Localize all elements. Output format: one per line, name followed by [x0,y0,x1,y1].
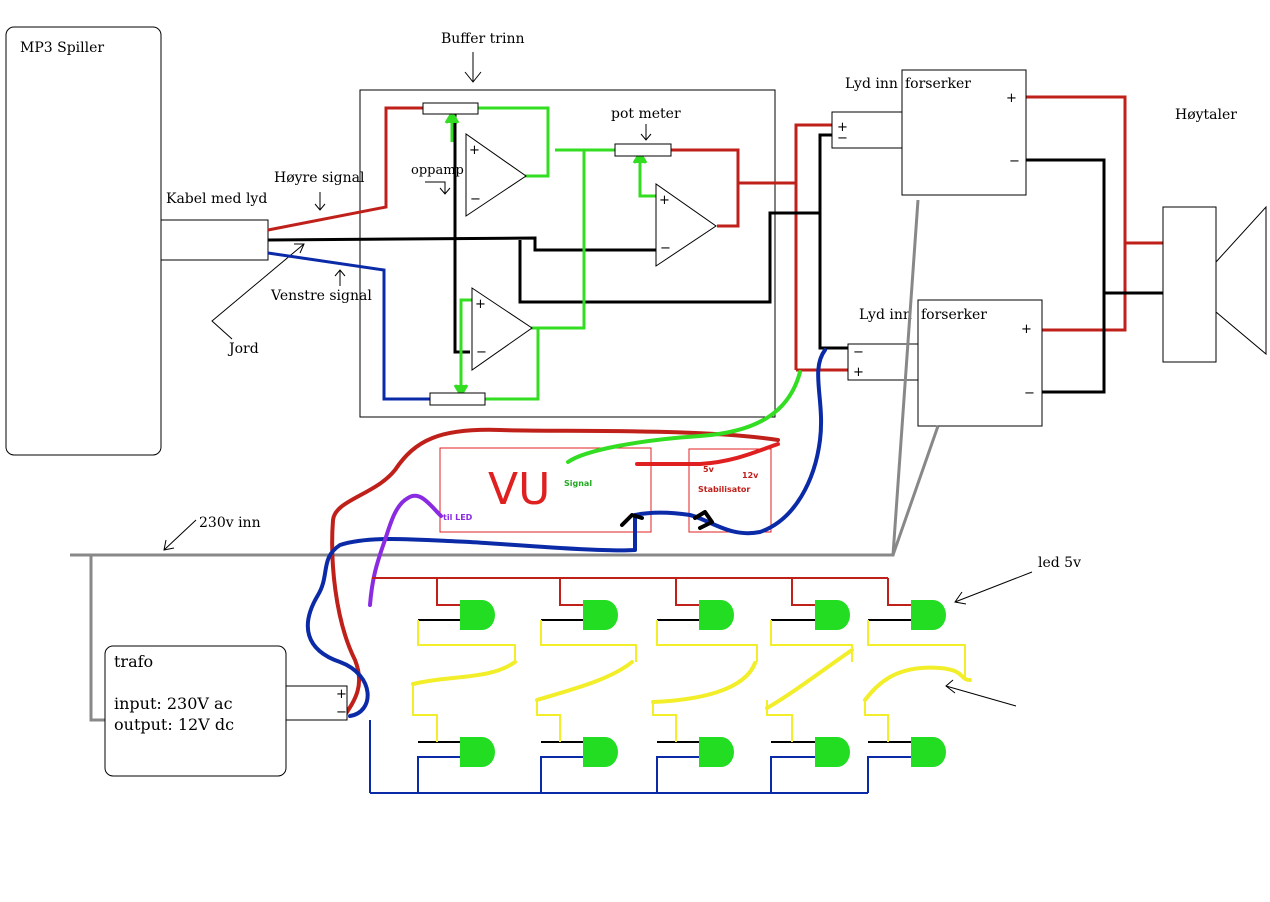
left-signal-arrow [334,269,346,286]
mp3-player-label: MP3 Spiller [20,40,104,56]
svg-text:forserker: forserker [905,76,971,92]
svg-text:+: + [659,193,670,208]
ground-label: Jord [227,341,259,357]
speaker: Høytaler [1162,107,1267,363]
svg-text:−: − [837,131,848,146]
svg-text:−: − [470,192,481,207]
svg-text:+: + [1006,91,1017,106]
svg-text:+: + [469,143,480,158]
led [583,600,618,630]
mains-arrow [163,519,197,551]
potmeter-arrow [640,124,652,141]
led [699,737,734,767]
svg-text:5v: 5v [703,465,715,474]
vu-title: VU [488,464,550,515]
handdrawn-wires [305,348,827,718]
svg-text:−: − [1009,154,1020,169]
potentiometer-1 [422,102,479,115]
opamp-label: oppamp [411,163,464,178]
svg-text:trafo: trafo [114,652,153,671]
svg-text:−: − [476,345,487,360]
svg-text:forserker: forserker [921,307,987,323]
led [583,737,618,767]
svg-text:+: + [336,687,347,702]
svg-text:Lyd inn: Lyd inn [859,307,912,323]
mains-line [70,199,940,722]
blue-wires [267,251,430,401]
potentiometer-3 [429,392,486,406]
right-signal-label: Høyre signal [274,170,365,186]
audio-cable: Kabel med lyd [160,191,269,261]
left-signal-label: Venstre signal [270,288,372,304]
led-jumpers [411,648,972,710]
speaker-label: Høytaler [1175,107,1237,123]
buffer-arrow [464,52,482,83]
svg-text:Lyd inn: Lyd inn [845,76,898,92]
opamp-1: + − [465,133,527,217]
transformer: trafo input: 230V ac output: 12V dc + − [104,645,348,777]
opamp-arrow [425,181,451,195]
ground-arrow [211,243,305,340]
led [460,737,495,767]
black-wires [267,110,1163,394]
svg-text:+: + [1021,322,1032,337]
svg-text:−: − [336,705,347,720]
vu-led-label: til LED [443,513,473,522]
opamp-3: + − [471,287,533,371]
mains-label: 230v inn [199,515,261,531]
svg-text:+: + [853,365,864,380]
buffer-stage-label: Buffer trinn [441,31,525,47]
svg-text:input: 230V ac: input: 230V ac [114,694,233,713]
svg-text:output: 12V dc: output: 12V dc [114,715,234,734]
vu-board: VU Signal til LED [439,447,652,533]
svg-text:Stabilisator: Stabilisator [698,485,750,494]
svg-text:−: − [853,345,864,360]
jumper-arrow [945,679,1017,707]
led [815,737,850,767]
svg-text:+: + [475,297,486,312]
led [815,600,850,630]
led-arrow [954,571,1033,605]
audio-cable-label: Kabel med lyd [166,191,267,207]
svg-text:−: − [1024,386,1035,401]
led-array-wiring [369,577,966,794]
amplifier-1: Lyd inn forserker + − + − [831,69,1027,196]
led [911,737,946,767]
svg-text:−: − [660,241,671,256]
led [699,600,734,630]
mp3-player: MP3 Spiller [5,26,162,456]
red-wires [267,95,1163,372]
led-label: led 5v [1038,555,1081,571]
led [460,600,495,630]
buffer-stage: Buffer trinn [359,31,776,418]
led-row-top [460,600,946,630]
svg-text:12v: 12v [742,471,759,480]
opamp-2: + − [655,183,717,267]
potentiometer-2 [614,143,672,157]
potmeter-label: pot meter [611,106,681,122]
right-signal-arrow [314,192,326,211]
led-row-bottom [460,737,946,767]
svg-text:+: + [837,120,848,135]
led [911,600,946,630]
vu-signal-label: Signal [564,479,592,488]
amplifier-2: Lyd inn forserker − + + − [847,299,1043,427]
